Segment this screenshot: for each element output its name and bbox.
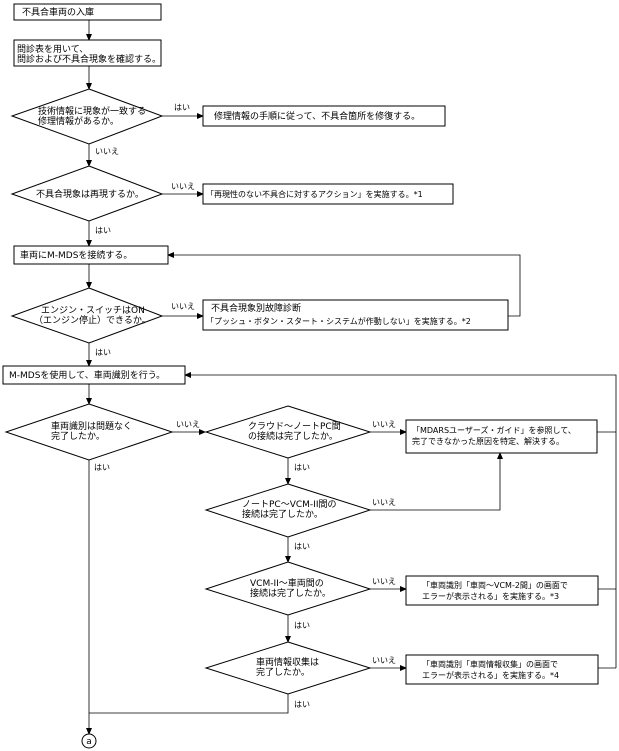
vcm-action-text-2: エラーが表示される」を実施する。*3 [422,591,559,601]
decision-notepc-text-2: 接続は完了したか。 [242,508,323,520]
confirm-text-2: 問診および不具合現象を確認する。 [17,53,161,65]
vcm-yes-label: はい [294,621,310,630]
ident-yes-label: はい [94,463,110,472]
collect-yes-label: はい [294,700,310,709]
vcm-action: 「車両識別「車両～VCM-2間」の画面で エラーが表示される」を実施する。*3 [405,575,599,606]
no-reproduce-text: 「再現性のない不具合に対するアクション」を実施する。*1 [206,189,423,199]
decision-engine-text-1: エンジン・スイッチはON [41,305,145,316]
tech-yes-label: はい [174,103,190,112]
start-text: 不具合車両の入庫 [22,6,94,18]
notepc-yes-label: はい [294,542,310,551]
start-step: 不具合車両の入庫 [13,3,162,21]
decision-tech-info: 技術情報に現象が一致する 修理情報があるか。 [10,88,164,145]
identify-step: M-MDSを使用して、車両識別を行う。 [2,365,186,385]
engine-action-text-2: 「プッシュ・ボタン・スタート・システムが作動しない」を実施する。*2 [206,316,471,326]
vcm-action-text-1: 「車両識別「車両～VCM-2間」の画面で [422,580,568,590]
engine-no-label: いいえ [171,302,195,311]
connect-text: 車両にM-MDSを接続する。 [20,249,132,261]
flow-lines [86,20,617,735]
vcm-no-label: いいえ [372,577,396,586]
decision-identification: 車両識別は問題なく 完了したか。 [4,403,174,461]
connect-step: 車両にM-MDSを接続する。 [13,245,169,265]
decision-engine-switch: エンジン・スイッチはON （エンジン停止）できるか。 [10,287,164,344]
connector-a: a [81,733,97,749]
cloud-yes-label: はい [294,463,310,472]
decision-cloud: クラウド～ノートPC間 の接続は完了したか。 [204,405,372,459]
mdars-text-1: 「MDARSユーザーズ・ガイド」を参照して、 [412,425,576,435]
decision-tech-text-2: 修理情報があるか。 [38,115,119,127]
collect-action-text-1: 「車両識別「車両情報収集」の画面で [422,659,558,669]
decision-vcm-text-2: 接続は完了したか。 [250,587,331,599]
repair-text: 修理情報の手順に従って、不具合箇所を修復する。 [214,110,420,122]
decision-vcm: VCM-II～車両間の 接続は完了したか。 [204,561,372,616]
decision-cloud-text-2: の接続は完了したか。 [248,430,338,442]
decision-ident-text-1: 車両識別は問題なく [51,420,132,432]
engine-yes-label: はい [95,348,111,357]
decision-collect-text-2: 完了したか。 [256,666,310,678]
repair-action: 修理情報の手順に従って、不具合箇所を修復する。 [202,105,446,127]
decision-vcm-text-1: VCM-II～車両間の [250,577,324,589]
engine-action-text-1: 不具合現象別故障診断 [211,302,301,314]
collect-no-label: いいえ [372,656,396,665]
no-reproduce-action: 「再現性のない不具合に対するアクション」を実施する。*1 [202,183,454,205]
ident-no-label: いいえ [176,420,200,429]
confirm-text-1: 問診表を用いて、 [17,43,88,55]
notepc-no-label: いいえ [372,498,396,507]
tech-no-label: いいえ [95,147,119,156]
confirm-step: 問診表を用いて、 問診および不具合現象を確認する。 [13,39,162,67]
identify-text: M-MDSを使用して、車両識別を行う。 [9,369,165,381]
decision-notepc: ノートPC～VCM-II間の 接続は完了したか。 [204,483,372,538]
decision-ident-text-2: 完了したか。 [51,430,105,442]
reproduce-no-label: いいえ [171,182,195,191]
mdars-text-2: 完了できなかった原因を特定、解決する。 [412,436,564,446]
collect-action: 「車両識別「車両情報収集」の画面で エラーが表示される」を実施する。*4 [405,654,599,685]
decision-reproduce: 不具合現象は再現するか。 [10,165,164,222]
decision-notepc-text-1: ノートPC～VCM-II間の [242,499,336,510]
decision-engine-text-2: （エンジン停止）できるか。 [34,314,151,326]
decision-reproduce-text: 不具合現象は再現するか。 [36,188,144,200]
decision-tech-text-1: 技術情報に現象が一致する [38,105,146,117]
reproduce-yes-label: はい [95,226,111,235]
cloud-no-label: いいえ [372,420,396,429]
engine-action: 不具合現象別故障診断 「プッシュ・ボタン・スタート・システムが作動しない」を実施… [202,299,509,331]
connector-a-label: a [86,737,92,747]
mdars-action: 「MDARSユーザーズ・ガイド」を参照して、 完了できなかった原因を特定、解決す… [405,419,598,454]
decision-collect: 車両情報収集は 完了したか。 [204,641,372,695]
decision-collect-text-1: 車両情報収集は [256,656,319,668]
decision-cloud-text-1: クラウド～ノートPC間 [248,421,341,432]
collect-action-text-2: エラーが表示される」を実施する。*4 [422,670,559,680]
